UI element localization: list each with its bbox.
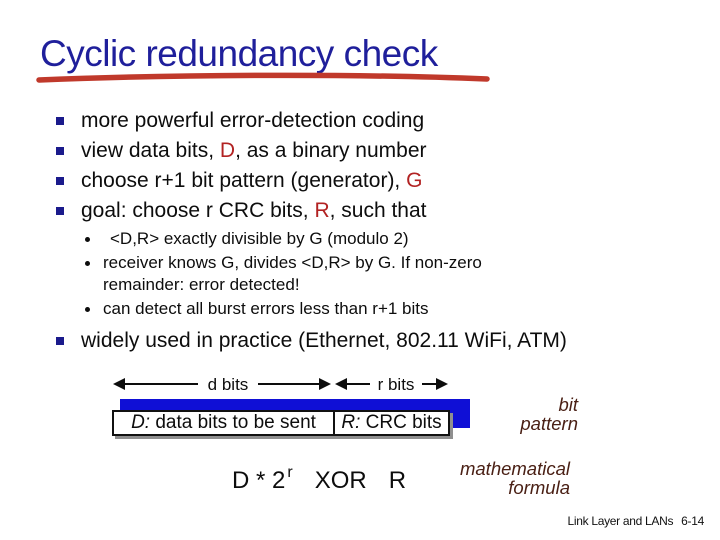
- sub-bullet-list: <D,R> exactly divisible by G (modulo 2) …: [85, 228, 675, 320]
- sub-bullet-text: can detect all burst errors less than r+…: [103, 298, 429, 318]
- bullet-text: more powerful error-detection coding: [81, 109, 425, 132]
- main-bullet-list-bottom: widely used in practice (Ethernet, 802.1…: [55, 326, 675, 356]
- sub-bullet-text: <D,R> exactly divisible by G (modulo 2): [110, 229, 409, 248]
- page-number: 6-14: [681, 514, 704, 528]
- bullet-item: widely used in practice (Ethernet, 802.1…: [55, 326, 675, 356]
- bullet-item: goal: choose r CRC bits, R, such that: [55, 196, 675, 226]
- bullet-square-icon: [56, 337, 64, 345]
- bullet-item: view data bits, D, as a binary number: [55, 136, 675, 166]
- bullet-square-icon: [56, 177, 64, 185]
- slide-title: Cyclic redundancy check: [40, 33, 438, 74]
- arrowhead-left-icon: [335, 378, 347, 390]
- bullet-text: choose r+1 bit pattern (generator), G: [81, 169, 423, 192]
- highlight-G: G: [406, 169, 423, 192]
- arrowhead-right-icon: [436, 378, 448, 390]
- bullet-item: more powerful error-detection coding: [55, 106, 675, 136]
- sub-bullet-text: receiver knows G, divides <D,R> by G. If…: [103, 252, 482, 295]
- bit-pattern-annotation: bit pattern: [520, 394, 578, 434]
- sub-bullet-item: can detect all burst errors less than r+…: [85, 298, 675, 321]
- bullet-item: choose r+1 bit pattern (generator), G: [55, 166, 675, 196]
- bullet-list-container: more powerful error-detection coding vie…: [55, 106, 675, 356]
- bullet-text: widely used in practice (Ethernet, 802.1…: [81, 329, 567, 352]
- bit-span-arrows: d bits r bits: [113, 371, 448, 397]
- exponent-r: r: [287, 464, 293, 481]
- data-bits-box: D: data bits to be sent: [112, 410, 335, 436]
- r-bits-label: r bits: [378, 375, 415, 394]
- bullet-dot-icon: [85, 306, 90, 312]
- sub-bullet-item: receiver knows G, divides <D,R> by G. If…: [85, 252, 675, 297]
- arrowhead-right-icon: [319, 378, 331, 390]
- bit-pattern-boxes: D: data bits to be sent R: CRC bits: [112, 410, 450, 436]
- slide-footer: Link Layer and LANs 6-14: [567, 514, 704, 528]
- bullet-text: goal: choose r CRC bits, R, such that: [81, 199, 427, 222]
- title-underline-swoosh: [36, 72, 490, 83]
- mathematical-formula-annotation: mathematical formula: [459, 458, 570, 498]
- bullet-square-icon: [56, 117, 64, 125]
- highlight-R: R: [314, 199, 330, 222]
- d-bits-label: d bits: [208, 375, 249, 394]
- bullet-text: view data bits, D, as a binary number: [81, 139, 427, 162]
- bullet-dot-icon: [85, 237, 90, 242]
- bullet-square-icon: [56, 207, 64, 215]
- footer-text: Link Layer and LANs: [567, 514, 674, 528]
- arrowhead-left-icon: [113, 378, 125, 390]
- sub-bullet-item: <D,R> exactly divisible by G (modulo 2): [85, 228, 675, 251]
- main-bullet-list: more powerful error-detection coding vie…: [55, 106, 675, 226]
- bullet-dot-icon: [85, 260, 90, 266]
- bullet-square-icon: [56, 147, 64, 155]
- crc-bits-box: R: CRC bits: [333, 410, 450, 436]
- highlight-D: D: [219, 139, 236, 162]
